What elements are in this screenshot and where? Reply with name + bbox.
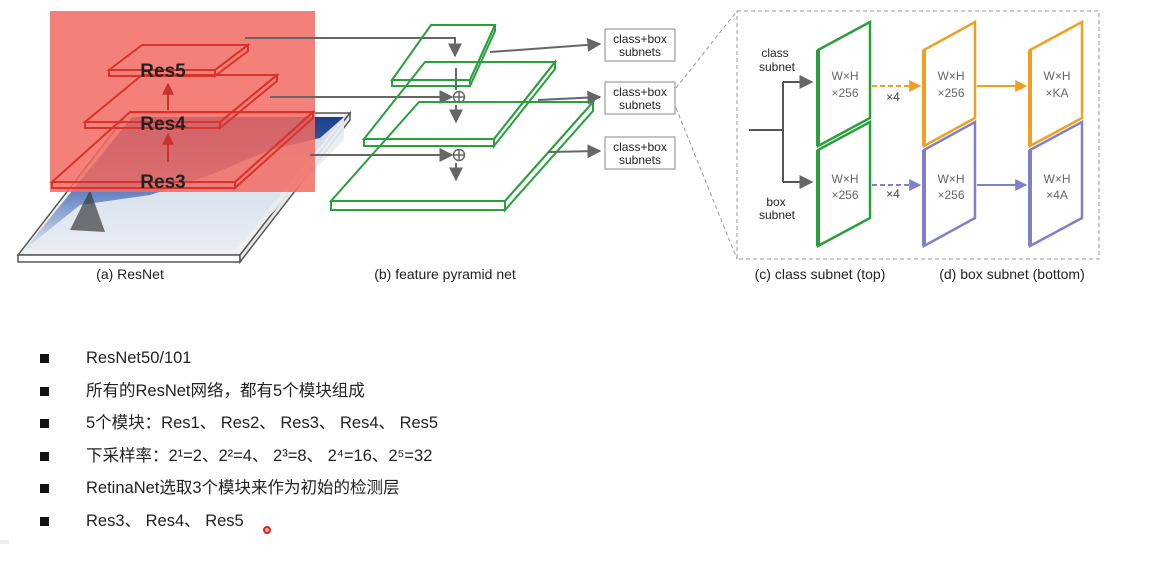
class-subnet-label-line1: class — [761, 46, 788, 60]
box-subnet-label-line2: subnet — [759, 208, 796, 222]
bullet-square-icon — [40, 354, 49, 363]
bullet-square-icon — [40, 419, 49, 428]
bullet-list: ResNet50/101 所有的ResNet网络，都有5个模块组成 5个模块：R… — [38, 345, 438, 540]
list-item: 所有的ResNet网络，都有5个模块组成 — [38, 378, 438, 411]
bullet-text: Res3、 Res4、 Res5 — [86, 511, 244, 530]
class-subnet-caption: (c) class subnet (top) — [755, 266, 886, 282]
subnet-output-box: class+box subnets — [604, 81, 676, 115]
box-block-3-line2: ×4A — [1046, 188, 1068, 202]
subnet-output-box: class+box subnets — [604, 28, 676, 62]
class-block-2-line1: W×H — [938, 69, 965, 83]
box-block-3-line1: W×H — [1044, 172, 1071, 186]
svg-text:subnets: subnets — [619, 153, 661, 167]
retinanet-architecture-diagram: Res5 Res4 Res3 (a) ResNet — [16, 10, 1100, 282]
svg-text:subnets: subnets — [619, 98, 661, 112]
fpn-p5-layer — [390, 24, 497, 87]
bullet-text: 下采样率：2¹=2、2²=4、 2³=8、 2⁴=16、2⁵=32 — [86, 446, 433, 465]
svg-text:class+box: class+box — [613, 32, 667, 46]
box-subnet-block-3 — [1028, 119, 1084, 249]
divider — [0, 540, 9, 544]
res3-label: Res3 — [140, 172, 185, 193]
res3-layer — [49, 109, 316, 191]
class-subnet-block-2 — [922, 19, 977, 149]
class-subnet-label-line2: subnet — [759, 60, 796, 74]
svg-text:class+box: class+box — [613, 85, 667, 99]
subnet-output-box: class+box subnets — [604, 136, 676, 170]
list-item: 下采样率：2¹=2、2²=4、 2³=8、 2⁴=16、2⁵=32 — [38, 443, 438, 476]
svg-text:subnets: subnets — [619, 45, 661, 59]
resnet-panel: Res5 Res4 Res3 (a) ResNet — [16, 11, 352, 282]
pointer-cursor-icon — [263, 526, 271, 534]
bullet-text: ResNet50/101 — [86, 349, 192, 367]
svg-text:class+box: class+box — [613, 140, 667, 154]
class-block-2-line2: ×256 — [937, 86, 964, 100]
bullet-text: RetinaNet选取3个模块来作为初始的检测层 — [86, 479, 400, 497]
bullet-square-icon — [40, 386, 49, 396]
res5-label: Res5 — [140, 61, 186, 82]
box-block-2-line2: ×256 — [937, 188, 964, 202]
resnet-caption: (a) ResNet — [96, 266, 164, 282]
class-repeat-label: ×4 — [886, 90, 900, 104]
list-item: Res3、 Res4、 Res5 — [38, 508, 438, 541]
res5-layer — [106, 42, 251, 79]
bullet-square-icon — [40, 451, 49, 461]
fpn-output-boxes: class+box subnets class+box subnets clas… — [604, 28, 676, 170]
box-repeat-label: ×4 — [886, 187, 900, 201]
resnet-highlight-box — [50, 11, 315, 192]
res4-label: Res4 — [140, 114, 186, 135]
list-item: 5个模块：Res1、 Res2、 Res3、 Res4、 Res5 — [38, 410, 438, 443]
fpn-panel — [328, 24, 596, 213]
class-subnet-block-3 — [1028, 19, 1084, 149]
box-block-1-line2: ×256 — [831, 188, 858, 202]
fpn-p4-layer — [361, 59, 558, 149]
bullet-square-icon — [40, 484, 49, 493]
class-block-3-line2: ×KA — [1045, 86, 1068, 100]
subnet-detail-panel: class subnet box subnet — [736, 10, 1100, 282]
class-block-1-line2: ×256 — [831, 86, 858, 100]
list-item: ResNet50/101 — [38, 345, 438, 378]
bullet-text: 所有的ResNet网络，都有5个模块组成 — [86, 381, 365, 400]
box-block-1-line1: W×H — [832, 172, 859, 186]
box-subnet-label-line1: box — [766, 195, 785, 209]
box-block-2-line1: W×H — [938, 172, 965, 186]
class-block-3-line1: W×H — [1044, 69, 1071, 83]
res4-layer — [82, 72, 280, 131]
lateral-connections — [245, 37, 463, 182]
class-block-1-line1: W×H — [832, 69, 859, 83]
box-subnet-block-2 — [922, 119, 977, 249]
class-subnet-block-1 — [816, 19, 872, 149]
bullet-square-icon — [40, 516, 49, 526]
box-subnet-block-1 — [816, 119, 872, 249]
bullet-text: 5个模块：Res1、 Res2、 Res3、 Res4、 Res5 — [86, 414, 439, 432]
list-item: RetinaNet选取3个模块来作为初始的检测层 — [38, 475, 438, 508]
fpn-caption: (b) feature pyramid net — [374, 266, 516, 282]
box-subnet-caption: (d) box subnet (bottom) — [939, 266, 1085, 282]
